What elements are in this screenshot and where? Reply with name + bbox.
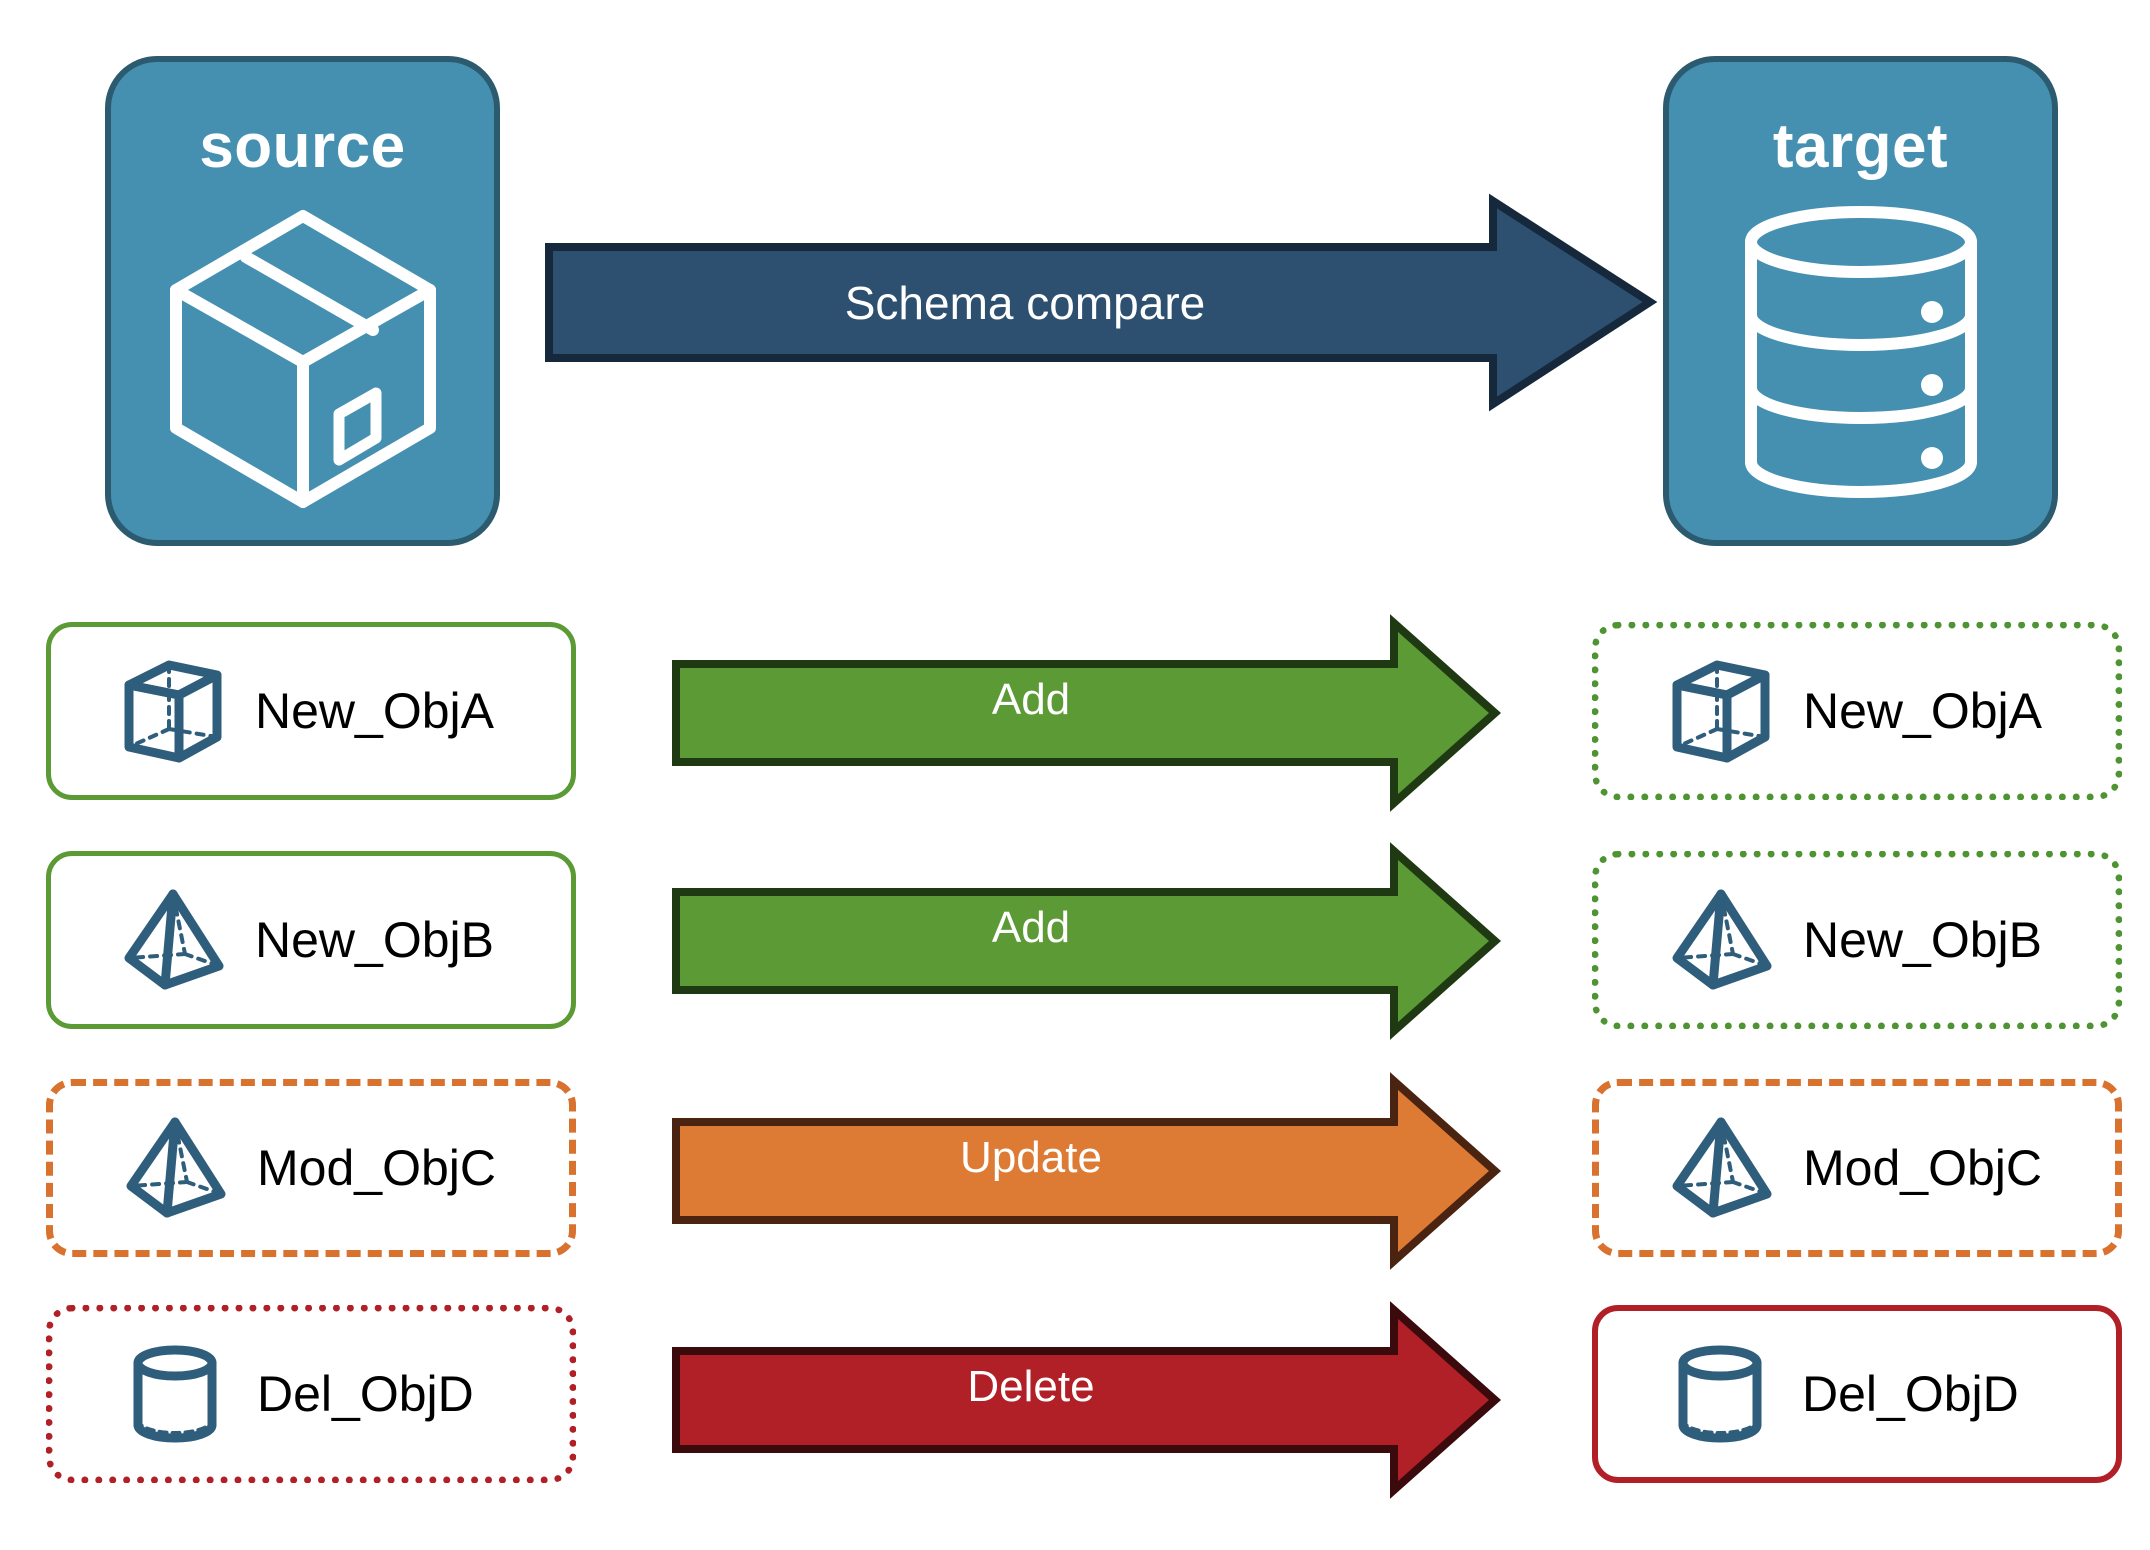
source-object-label-4: Del_ObjD — [257, 1366, 474, 1422]
action-arrow-delete[interactable]: Delete — [672, 1301, 1502, 1499]
source-object-label-2: New_ObjB — [255, 912, 494, 968]
wireframe-pyramid-icon — [1669, 888, 1773, 992]
source-object-row-1[interactable]: New_ObjA — [46, 622, 576, 800]
action-arrow-update[interactable]: Update — [672, 1072, 1502, 1270]
wireframe-pyramid-icon — [1669, 1116, 1773, 1220]
source-object-label-3: Mod_ObjC — [257, 1140, 496, 1196]
action-arrow-add-1[interactable]: Add — [672, 614, 1502, 812]
wireframe-pyramid-icon — [123, 1116, 227, 1220]
source-panel-title: source — [199, 112, 406, 181]
wireframe-cylinder-icon — [1668, 1342, 1772, 1446]
target-object-label-1: New_ObjA — [1803, 683, 2042, 739]
target-object-label-3: Mod_ObjC — [1803, 1140, 2042, 1196]
target-object-label-2: New_ObjB — [1803, 912, 2042, 968]
target-object-row-4[interactable]: Del_ObjD — [1592, 1305, 2122, 1483]
source-endpoint-panel[interactable]: source — [105, 56, 500, 546]
target-object-row-2[interactable]: New_ObjB — [1592, 851, 2122, 1029]
target-panel-title: target — [1772, 112, 1949, 181]
source-object-label-1: New_ObjA — [255, 683, 494, 739]
target-object-row-3[interactable]: Mod_ObjC — [1592, 1079, 2122, 1257]
target-endpoint-panel[interactable]: target — [1663, 56, 2058, 546]
wireframe-cube-icon — [1669, 659, 1773, 763]
package-box-icon — [158, 202, 448, 508]
source-object-row-4[interactable]: Del_ObjD — [46, 1305, 576, 1483]
action-arrow-add-2[interactable]: Add — [672, 842, 1502, 1040]
database-cylinder-icon — [1736, 202, 1986, 502]
source-object-row-2[interactable]: New_ObjB — [46, 851, 576, 1029]
wireframe-cylinder-icon — [123, 1342, 227, 1446]
wireframe-pyramid-icon — [121, 888, 225, 992]
target-object-label-4: Del_ObjD — [1802, 1366, 2019, 1422]
source-object-row-3[interactable]: Mod_ObjC — [46, 1079, 576, 1257]
target-object-row-1[interactable]: New_ObjA — [1592, 622, 2122, 800]
schema-compare-arrow[interactable]: Schema compare — [545, 193, 1658, 412]
wireframe-cube-icon — [121, 659, 225, 763]
